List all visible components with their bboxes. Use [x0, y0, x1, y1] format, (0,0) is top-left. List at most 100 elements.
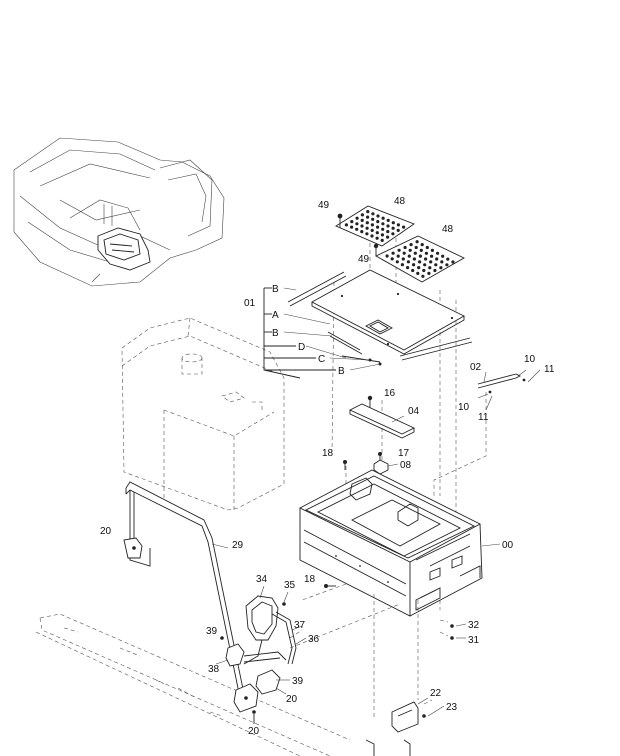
mat-hole	[412, 257, 416, 261]
label-22: 22	[430, 688, 442, 699]
clamp-38-39	[215, 636, 290, 695]
label-B-2: B	[272, 328, 279, 339]
mat-hole	[370, 234, 374, 238]
mat-hole	[365, 221, 369, 225]
mat-hole	[415, 240, 419, 244]
label-34: 34	[256, 574, 268, 585]
label-49-lower: 49	[358, 254, 370, 265]
label-08: 08	[400, 460, 412, 471]
mat-hole	[350, 225, 354, 229]
mat-hole	[366, 215, 370, 219]
mat-hole	[411, 268, 415, 273]
label-48-lower: 48	[442, 224, 454, 235]
mat-hole	[413, 251, 417, 255]
mat-hole	[360, 213, 364, 217]
mat-hole	[344, 223, 348, 227]
label-11-right: 11	[544, 364, 555, 375]
mat-hole	[407, 254, 411, 258]
mat-hole	[418, 260, 422, 264]
mat-hole	[391, 232, 395, 236]
mat-hole	[412, 263, 416, 267]
mat-hole	[391, 221, 395, 225]
mat-hole	[408, 248, 412, 252]
mat-hole	[430, 254, 434, 258]
mat-hole	[420, 243, 424, 247]
label-18-upper: 18	[322, 448, 334, 459]
mat-hole	[430, 248, 434, 252]
mat-hole	[366, 210, 370, 214]
cover-plate	[311, 269, 465, 355]
label-37: 37	[294, 620, 306, 631]
label-49-upper: 49	[318, 200, 330, 211]
bolt-49-lower	[373, 243, 379, 256]
mat-hole	[401, 257, 405, 261]
support-rod-02	[477, 369, 541, 411]
mat-hole	[360, 224, 364, 228]
mat-hole	[396, 223, 400, 227]
mat-hole	[396, 254, 400, 258]
label-20-left: 20	[100, 526, 112, 537]
bolt-49-upper	[337, 213, 343, 228]
mat-hole	[360, 218, 364, 222]
label-01: 01	[244, 298, 256, 309]
mat-hole	[386, 235, 390, 239]
mat-hole	[433, 268, 437, 273]
label-11-left: 11	[478, 412, 489, 423]
mat-hole	[375, 231, 379, 235]
label-D: D	[298, 342, 305, 353]
mat-hole	[402, 225, 406, 229]
mat-hole	[429, 260, 433, 264]
floor-mat-lower	[375, 235, 465, 283]
mat-hole	[421, 274, 425, 278]
label-02: 02	[470, 362, 482, 373]
mat-hole	[386, 218, 390, 222]
mat-hole	[409, 243, 413, 247]
mat-hole	[400, 263, 404, 267]
label-23: 23	[446, 702, 458, 713]
mat-hole	[370, 228, 374, 232]
mat-hole	[424, 257, 428, 261]
bracket-22	[391, 697, 445, 733]
label-18-lower: 18	[304, 574, 316, 585]
mat-hole	[434, 263, 438, 267]
label-35: 35	[284, 580, 296, 591]
bracket-20-left	[123, 537, 143, 559]
mat-hole	[414, 245, 418, 250]
label-36: 36	[308, 634, 320, 645]
label-39-right: 39	[292, 676, 304, 687]
mat-hole	[381, 227, 385, 231]
mat-hole	[381, 216, 385, 220]
mat-hole	[423, 263, 427, 267]
mat-hole	[360, 230, 364, 234]
mat-hole	[441, 254, 445, 258]
callout-bracket-01	[263, 287, 381, 379]
mat-lower-holes	[385, 240, 455, 278]
bracket-20-lower	[233, 683, 259, 724]
base-fragments	[365, 739, 411, 756]
label-10-right: 10	[524, 354, 536, 365]
mat-hole	[376, 214, 380, 218]
mat-hole	[424, 251, 428, 255]
mat-hole	[375, 236, 379, 240]
label-31: 31	[468, 635, 480, 646]
mat-hole	[403, 245, 407, 250]
mat-hole	[355, 216, 359, 220]
mat-hole	[406, 266, 410, 270]
mat-hole	[385, 254, 389, 258]
mat-hole	[425, 245, 429, 250]
mat-hole	[445, 263, 449, 267]
label-20-mid: 20	[286, 694, 298, 705]
mat-hole	[435, 257, 439, 261]
mirror-34	[243, 585, 307, 665]
mat-hole	[440, 260, 444, 264]
machine-overview-inset	[13, 137, 225, 287]
mat-hole	[376, 220, 380, 224]
callout-labels: 49 48 48 49 01 B A B D C B 02 10 11 10 1…	[100, 196, 555, 737]
mat-hole	[427, 271, 431, 275]
mat-hole	[422, 268, 426, 273]
storage-box-00	[299, 469, 501, 617]
mat-hole	[395, 260, 399, 264]
mat-hole	[386, 230, 390, 234]
label-10-left: 10	[458, 402, 470, 413]
